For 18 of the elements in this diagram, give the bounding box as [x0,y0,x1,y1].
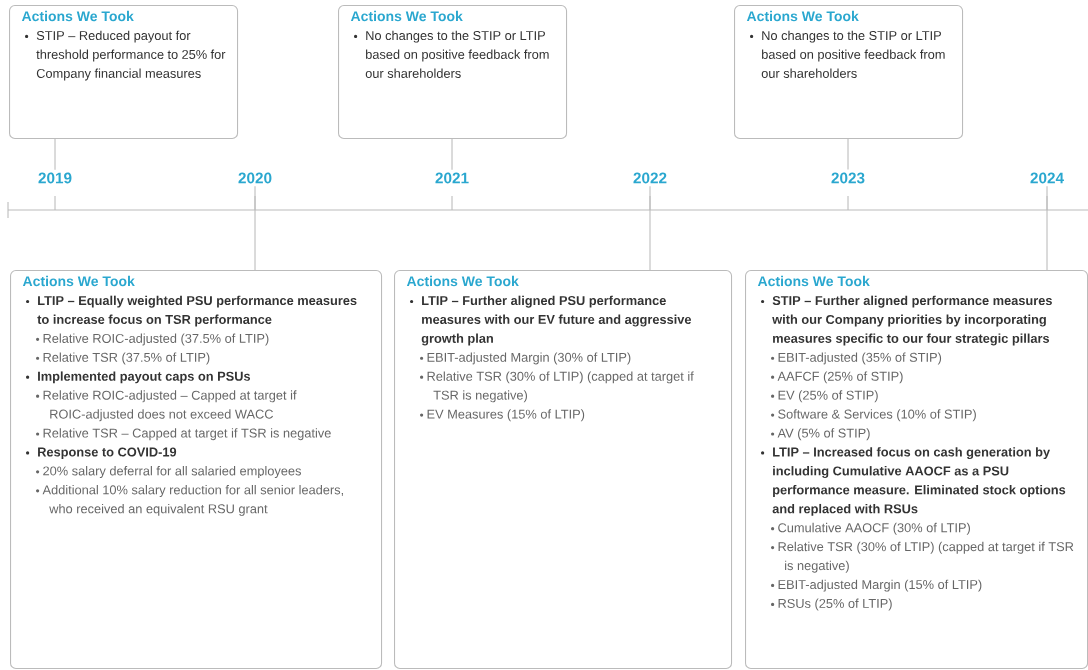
action-card: Actions We Took LTIP – Equally weighted PSU performance measures to increase focus on TSR performance Relative ROIC-adjusted (37.5% of LTIP) Relative TSR (37.5% of LTIP) Implemented payout caps on PSUs Relative ROIC-adjusted – Capped at target if ROIC-adjusted does not exceed WACC Relative TSR – Capped at target if TSR is negative Response to COVID-19 20% salary deferral for all salaried employees Additional 10% salary reduction for all senior leaders, who received an equivalent RSU grant [10,270,383,670]
action-card: Actions We Took No changes to the STIP or LTIP based on positive feedback from our shareholders [734,5,964,140]
year-label: 2023 [831,172,865,184]
year-label: 2021 [435,172,469,184]
year-label: 2019 [38,172,72,184]
connector-line [254,185,256,271]
year-label: 2022 [633,172,667,184]
connector-line [451,138,453,171]
connector-line [847,138,849,171]
year-label: 2020 [238,172,272,184]
action-card: Actions We Took LTIP – Further aligned PSU performance measures with our EV future and aggressive growth plan EBIT-adjusted Margin (30% of LTIP) Relative TSR (30% of LTIP) (capped at target if TSR is negative) EV Measures (15% of LTIP) [394,270,733,670]
year-label: 2024 [1030,172,1064,184]
action-card: Actions We Took No changes to the STIP or LTIP based on positive feedback from our shareholders [338,5,568,140]
action-card: Actions We Took STIP – Reduced payout for threshold performance to 25% for Company financial measures [9,5,239,140]
connector-line [54,138,56,171]
action-card: Actions We Took STIP – Further aligned performance measures with our Company priorities by incorporating measures specific to our four strategic pillars EBIT-adjusted (35% of STIP) AAFCF (25% of STIP) EV (25% of STIP) Software & Services (10% of STIP) AV (5% of STIP) LTIP – Increased focus on cash generation by including Cumulative AAOCF as a PSU performance measure. Eliminated stock options and replaced with RSUs Cumulative AAOCF (30% of LTIP) Relative TSR (30% of LTIP) (capped at target if TSR is negative) EBIT-adjusted Margin (15% of LTIP) RSUs (25% of LTIP) [745,270,1088,670]
connector-line [649,185,651,271]
connector-line [1046,185,1048,271]
